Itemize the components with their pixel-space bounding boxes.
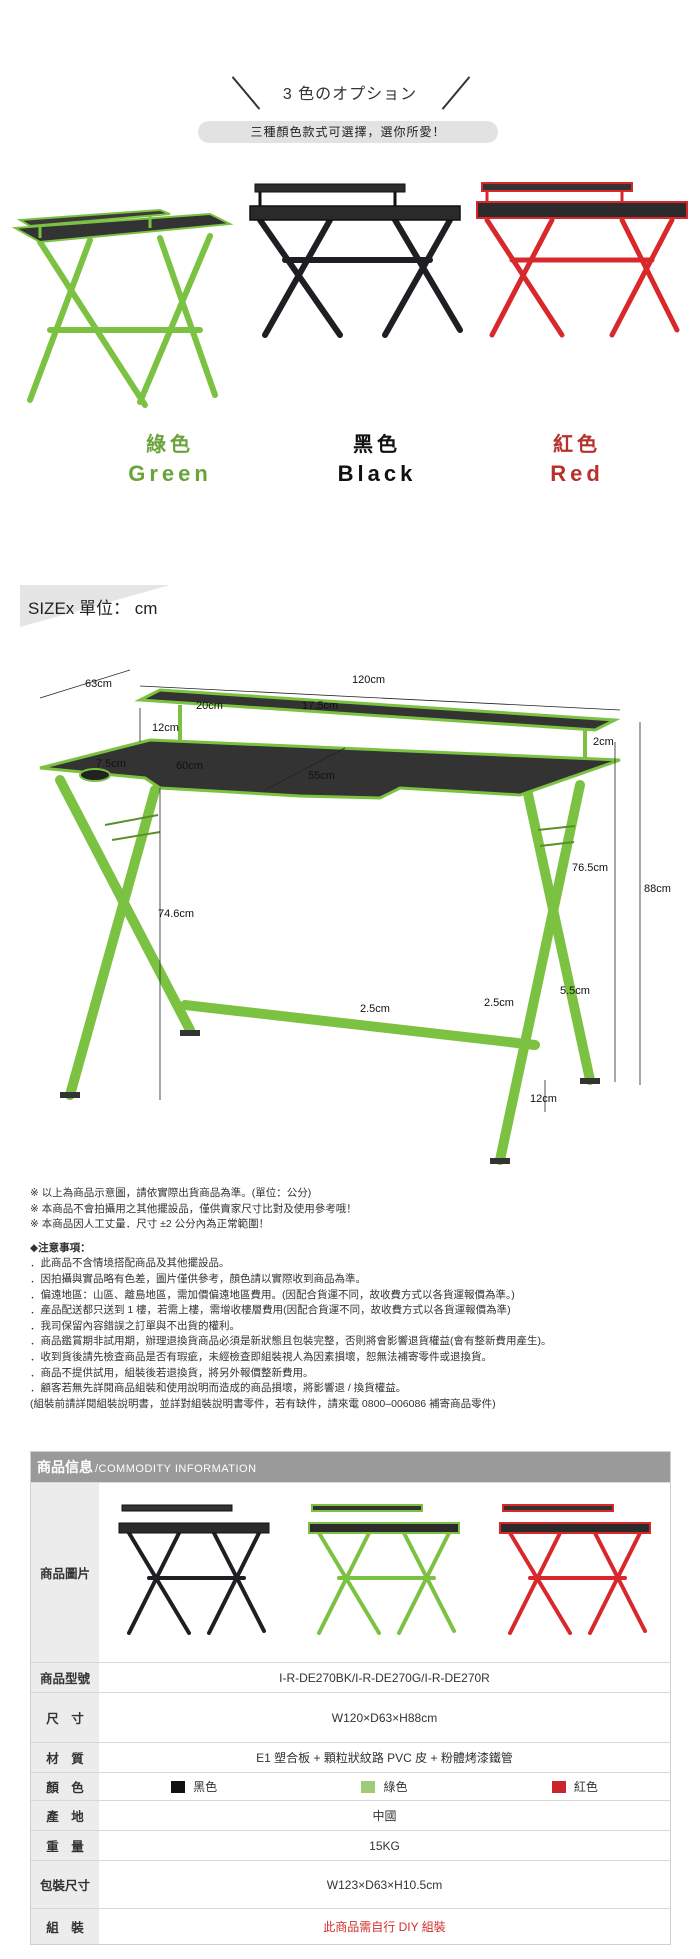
note-item: ．因拍攝與實品略有色差，圖片僅供參考，顏色請以實際收到商品為準。 xyxy=(30,1272,366,1285)
dim-bar2: 2.5cm xyxy=(484,997,514,1009)
swatch-label: 黑色 xyxy=(193,1780,218,1794)
spec-value: W123×D63×H10.5cm xyxy=(326,1877,443,1892)
red-swatch xyxy=(551,1780,566,1793)
spec-value: I-R-DE270BK/I-R-DE270G/I-R-DE270R xyxy=(279,1670,490,1685)
size-heading-bg xyxy=(20,585,170,627)
color-label-green: 綠色 Green xyxy=(105,428,235,487)
color-label-red-cn: 紅色 xyxy=(553,434,601,456)
note-item: ．偏遠地區：山區、離島地區，需加價偏遠地區費用。(因配合貨運不同，故收費方式以各… xyxy=(30,1288,515,1301)
dim-shelf-span: 17.5cm xyxy=(302,700,339,712)
spec-row-package: 包裝尺寸 W123×D63×H10.5cm xyxy=(31,1860,670,1908)
note-line: ※ 以上為商品示意圖，請依實際出貨商品為準。(單位：公分) xyxy=(30,1187,312,1199)
dimension-diagram xyxy=(39,669,641,1165)
dim-foot: 12cm xyxy=(530,1093,557,1105)
size-heading: SIZEx 單位： cm xyxy=(28,599,158,618)
spec-value: 黑色 綠色 紅色 xyxy=(99,1773,670,1800)
spec-row-assembly: 組 裝 此商品需自行 DIY 組裝 xyxy=(31,1908,670,1944)
black-swatch xyxy=(171,1780,186,1793)
spec-key: 產 地 xyxy=(31,1801,99,1830)
note-item: ．商品鑑賞期非試用期，辦理退換貨商品必須是新狀態且包裝完整，否則將會影響退貨權益… xyxy=(30,1335,552,1348)
dim-shelf-left: 20cm xyxy=(196,700,223,712)
notes: ※ 以上為商品示意圖，請依實際出貨商品為準。(單位：公分) ※ 本商品不會拍攝用… xyxy=(30,1186,680,1412)
note-item: ．收到貨後請先檢查商品是否有瑕疵，未經檢查即組裝視人為因素損壞，恕無法補寄零件或… xyxy=(30,1350,492,1363)
green-desk-thumbnail xyxy=(308,1503,461,1635)
color-label-red-en: Red xyxy=(550,461,604,486)
spec-table: 商品信息/COMMODITY INFORMATION 商品圖片 xyxy=(30,1451,671,1945)
dim-shelf-thick: 2cm xyxy=(593,736,614,748)
spec-images xyxy=(99,1483,670,1662)
note-line: ※ 本商品不會拍攝用之其他擺設品，僅供賣家尺寸比對及使用參考哦！ xyxy=(30,1202,357,1215)
note-item: (組裝前請詳閱組裝說明書，並詳對組裝說明書零件，若有缺件，請來電 0800–00… xyxy=(30,1397,496,1410)
options-title: 3 色のオプション xyxy=(282,86,418,103)
spec-key: 商品圖片 xyxy=(31,1483,99,1662)
black-desk-thumbnail xyxy=(118,1504,270,1635)
spec-row-size: 尺 寸 W120×D63×H88cm xyxy=(31,1692,670,1742)
dim-under-height: 74.6cm xyxy=(158,908,195,920)
note-item: ．我司保留內容錯誤之訂單與不出貨的權利。 xyxy=(30,1319,240,1332)
spec-row-material: 材 質 E1 塑合板 + 顆粒狀紋路 PVC 皮 + 粉體烤漆鐵管 xyxy=(31,1742,670,1772)
dim-cup: 7.5cm xyxy=(96,758,126,770)
spec-key: 重 量 xyxy=(31,1831,99,1860)
spec-value: W120×D63×H88cm xyxy=(331,1710,438,1725)
note-item: ．顧客若無先詳閱商品組裝和使用說明而造成的商品損壞，將影響退 / 換貨權益。 xyxy=(30,1382,407,1395)
spec-key: 尺 寸 xyxy=(31,1693,99,1742)
green-swatch xyxy=(361,1780,376,1793)
dim-shelf-height: 12cm xyxy=(152,722,179,734)
notes-heading: ◆注意事項： xyxy=(30,1241,91,1254)
red-desk-thumbnail xyxy=(498,1503,651,1635)
dim-depth: 63cm xyxy=(85,678,112,690)
spec-row-image: 商品圖片 xyxy=(31,1482,670,1662)
spec-value: 中國 xyxy=(372,1809,397,1823)
note-item: ．商品不提供試用，組裝後若退換貨，將另外報價整新費用。 xyxy=(30,1366,314,1379)
spec-row-origin: 產 地 中國 xyxy=(31,1800,670,1830)
note-item: ．此商品不含情境搭配商品及其他擺設品。 xyxy=(30,1257,230,1270)
note-item: ．產品配送都只送到 1 樓，若需上樓，需增收樓層費用(因配合貨運不同，故收費方式… xyxy=(30,1304,511,1317)
color-label-green-cn: 綠色 xyxy=(146,434,194,456)
spec-row-weight: 重 量 15KG xyxy=(31,1830,670,1860)
black-desk-photo xyxy=(249,183,463,338)
red-desk-photo xyxy=(476,182,688,338)
color-label-black: 黑色 Black xyxy=(312,428,442,487)
dim-width: 120cm xyxy=(352,674,386,686)
swatch-label: 綠色 xyxy=(383,1780,408,1794)
spec-value: E1 塑合板 + 顆粒狀紋路 PVC 皮 + 粉體烤漆鐵管 xyxy=(256,1751,513,1765)
spec-key: 組 裝 xyxy=(31,1909,99,1944)
swatch-label: 紅色 xyxy=(573,1780,598,1794)
green-desk-photo xyxy=(11,208,234,408)
spec-row-model: 商品型號 I-R-DE270BK/I-R-DE270G/I-R-DE270R xyxy=(31,1662,670,1692)
spec-value: 15KG xyxy=(369,1838,400,1853)
spec-title-en: /COMMODITY INFORMATION xyxy=(95,1463,257,1475)
note-line: ※ 本商品因人工丈量．尺寸 ±2 公分內為正常範圍！ xyxy=(30,1218,270,1231)
options-subtitle: 三種顏色款式可選擇，選你所愛！ xyxy=(198,121,498,143)
spec-header: 商品信息/COMMODITY INFORMATION xyxy=(31,1452,670,1482)
spec-key: 包裝尺寸 xyxy=(31,1861,99,1908)
spec-key: 材 質 xyxy=(31,1743,99,1772)
dim-leg-height: 76.5cm xyxy=(572,862,609,874)
dim-bar1: 2.5cm xyxy=(360,1003,390,1015)
spec-key: 商品型號 xyxy=(31,1663,99,1692)
color-label-black-cn: 黑色 xyxy=(353,434,401,456)
color-label-green-en: Green xyxy=(128,461,212,486)
spec-title-cn: 商品信息 xyxy=(37,1459,93,1475)
color-label-black-en: Black xyxy=(337,461,417,486)
dim-total-height: 88cm xyxy=(644,883,671,895)
spec-value: 此商品需自行 DIY 組裝 xyxy=(323,1920,446,1934)
dim-tube: 5.5cm xyxy=(560,985,590,997)
dim-left-part: 60cm xyxy=(176,760,203,772)
spec-row-color: 顏 色 黑色 綠色 紅色 xyxy=(31,1772,670,1800)
dim-mid-part: 55cm xyxy=(308,770,335,782)
color-label-red: 紅色 Red xyxy=(512,428,642,487)
spec-key: 顏 色 xyxy=(31,1773,99,1800)
